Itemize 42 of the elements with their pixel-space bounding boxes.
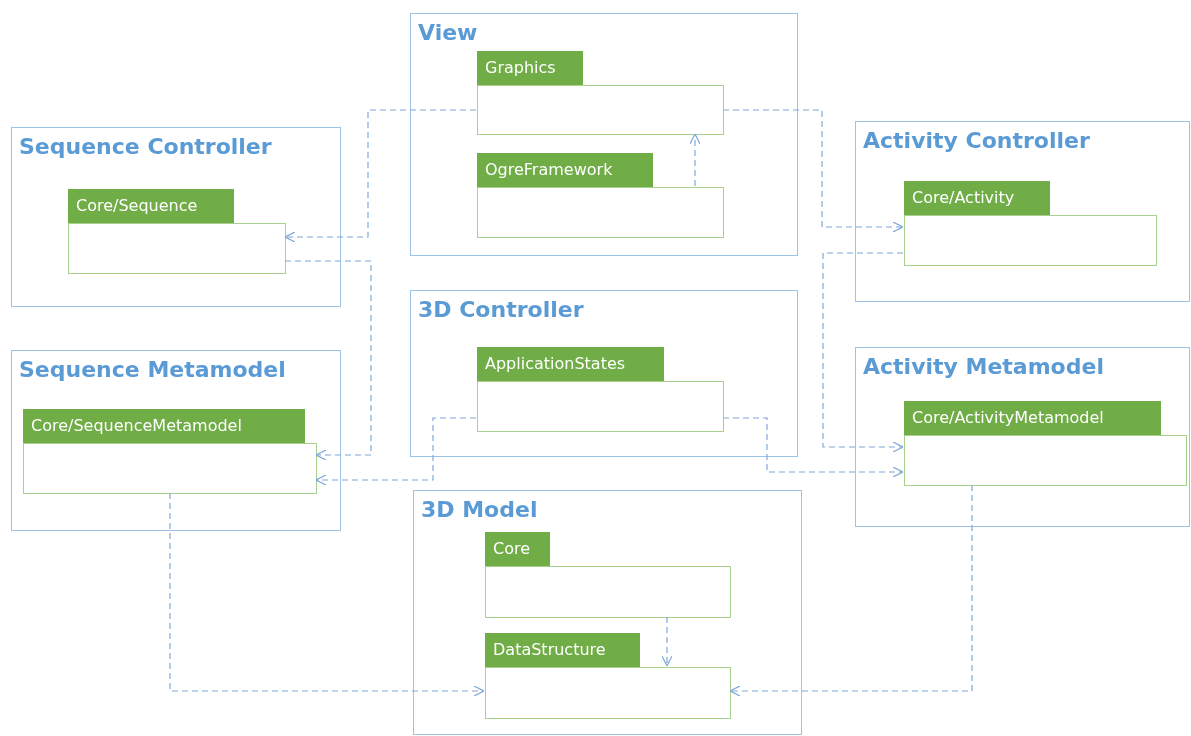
package-frame xyxy=(413,490,802,735)
dashed-arrow xyxy=(729,484,973,697)
package xyxy=(477,51,724,135)
package xyxy=(485,633,731,719)
package-tab: Core/ActivityMetamodel xyxy=(904,401,1161,435)
package-frame xyxy=(410,290,798,457)
package xyxy=(68,189,286,274)
package-title: Sequence Controller xyxy=(19,134,272,159)
package-frame xyxy=(855,347,1190,527)
package-frame xyxy=(11,127,341,307)
package-tab: Core xyxy=(485,532,550,566)
package-tab: OgreFramework xyxy=(477,153,653,187)
package xyxy=(904,181,1157,266)
package-frame xyxy=(855,121,1190,302)
package-tab: Core/Activity xyxy=(904,181,1050,215)
dashed-arrow xyxy=(689,133,701,187)
package-tab: Graphics xyxy=(477,51,583,85)
package-title: 3D Controller xyxy=(418,297,584,322)
dashed-arrow xyxy=(722,417,904,478)
package-tab: Core/SequenceMetamodel xyxy=(23,409,305,443)
package-tab: DataStructure xyxy=(485,633,640,667)
package xyxy=(23,409,317,494)
dashed-arrow xyxy=(722,109,904,233)
package xyxy=(477,153,724,238)
package xyxy=(477,347,724,432)
package xyxy=(904,401,1187,486)
package-title: Activity Metamodel xyxy=(863,354,1104,379)
package-title: Sequence Metamodel xyxy=(19,357,286,382)
package xyxy=(485,532,731,618)
dashed-arrow xyxy=(315,417,477,486)
dashed-arrow xyxy=(822,252,904,453)
package-tab: ApplicationStates xyxy=(477,347,664,381)
package-title: Activity Controller xyxy=(863,128,1090,153)
dashed-arrow xyxy=(284,109,477,243)
package-tab: Core/Sequence xyxy=(68,189,234,223)
package-title: View xyxy=(418,20,478,45)
package-frame xyxy=(410,13,798,256)
package-frame xyxy=(11,350,341,531)
dashed-arrow xyxy=(169,492,485,697)
package-title: 3D Model xyxy=(421,497,538,522)
dashed-arrow xyxy=(284,260,372,461)
dashed-arrow xyxy=(661,616,673,667)
